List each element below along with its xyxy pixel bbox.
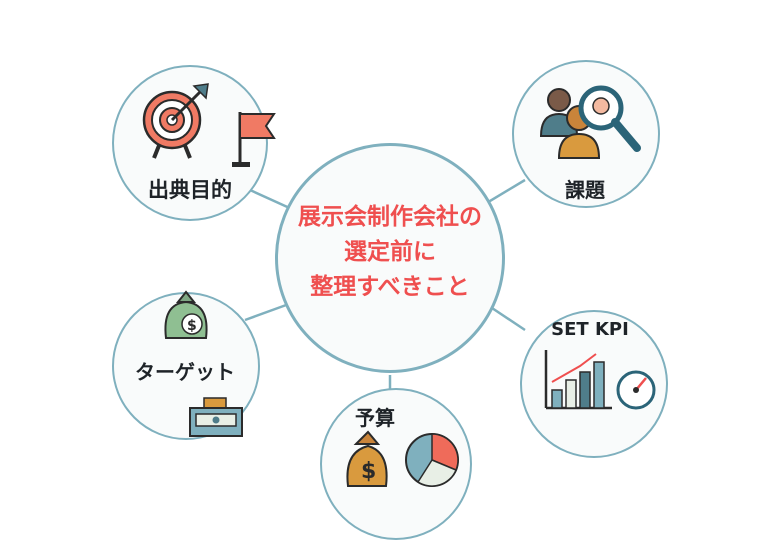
people-search-icon xyxy=(539,85,641,159)
cash-register-icon xyxy=(189,397,243,437)
kpi-label: SET KPI xyxy=(551,319,629,340)
issues-label: 課題 xyxy=(565,178,605,202)
center-title-line3: 整理すべきこと xyxy=(310,274,470,300)
target-dart-icon xyxy=(142,83,209,159)
center-title-line2: 選定前に xyxy=(344,239,436,265)
svg-text:$: $ xyxy=(187,318,197,334)
center-title: 展示会制作会社の 選定前に 整理すべきこと xyxy=(285,200,495,305)
flag-icon xyxy=(232,112,276,167)
bar-chart-gauge-icon xyxy=(544,350,656,410)
budget-label: 予算 xyxy=(355,406,395,430)
purpose-label: 出典目的 xyxy=(148,178,232,202)
budget-node xyxy=(320,388,472,540)
target-label: ターゲット xyxy=(135,360,235,384)
svg-text:$: $ xyxy=(361,459,376,484)
center-node xyxy=(275,143,505,373)
money-bag-pie-icon: $ xyxy=(346,430,459,487)
money-sack-icon: $ xyxy=(164,290,208,339)
center-title-line1: 展示会制作会社の xyxy=(298,204,482,230)
